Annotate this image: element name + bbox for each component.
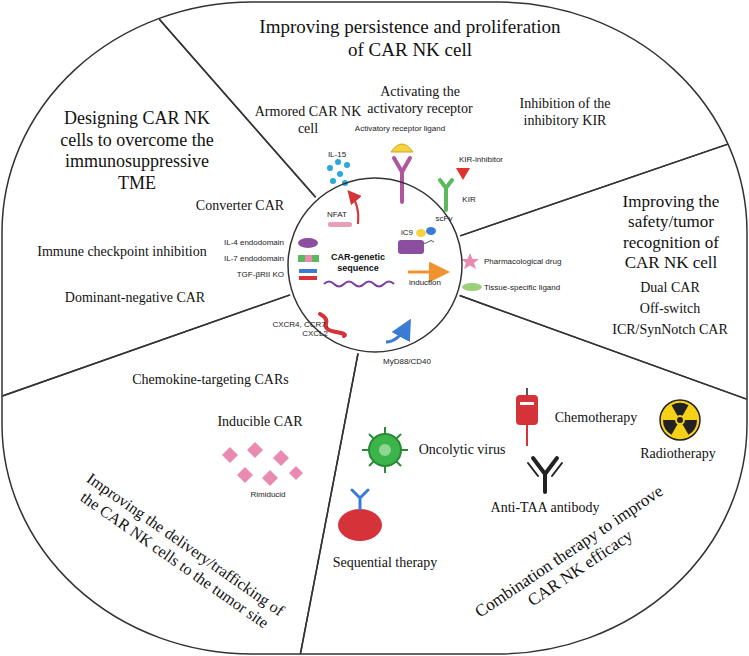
strategy-label: Inhibition of the inhibitory KIR bbox=[505, 96, 625, 130]
strategy-label: Dual CAR bbox=[605, 280, 735, 297]
component-label: NFAT bbox=[321, 210, 353, 219]
component-label: Pharmacological drug bbox=[484, 257, 566, 266]
kir-receptor bbox=[440, 180, 452, 210]
circle-label: CAR-genetic sequence bbox=[322, 252, 394, 274]
component-label: TGF-βRII KO bbox=[218, 270, 284, 279]
strategy-label: Immune checkpoint inhibition bbox=[28, 244, 216, 261]
antibody-icon bbox=[528, 458, 562, 492]
ic9-icon bbox=[398, 240, 424, 254]
component-label: KIR-inhibitor bbox=[450, 155, 512, 164]
car-sequence-wave bbox=[324, 282, 394, 287]
strategy-label: Inducible CAR bbox=[205, 414, 315, 431]
oncolytic-virus-icon bbox=[362, 427, 408, 473]
component-label: scFv bbox=[432, 214, 456, 223]
sequential-therapy-icon bbox=[338, 490, 382, 541]
il4-icon bbox=[298, 238, 318, 248]
component-label: MyD88/CD40 bbox=[378, 357, 436, 366]
strategy-label: Armored CAR NK cell bbox=[248, 104, 368, 138]
rimiducid-diamonds bbox=[222, 442, 303, 486]
drug-star bbox=[461, 253, 479, 269]
il7-icon bbox=[298, 255, 319, 262]
strategy-label: Dominant-negative CAR bbox=[50, 290, 220, 307]
kir-inhibitor-icon bbox=[456, 168, 470, 180]
radiotherapy-icon bbox=[660, 400, 700, 440]
strategy-label: Chemokine-targeting CARs bbox=[118, 372, 303, 389]
sector-title: Improving persistence and proliferation … bbox=[255, 16, 565, 62]
strategy-label: Activating the activatory receptor bbox=[355, 84, 485, 118]
nfat-bar bbox=[328, 222, 352, 227]
component-label: IL-4 endodomain bbox=[218, 238, 284, 247]
strategy-label: ICR/SynNotch CAR bbox=[605, 322, 735, 339]
ligand-icon bbox=[391, 144, 413, 152]
component-label: KIR bbox=[458, 195, 480, 204]
strategy-label: Chemotherapy bbox=[546, 410, 646, 427]
strategy-label: Radiotherapy bbox=[628, 446, 728, 463]
component-label: CXCR4, CCR7, CXCL2 bbox=[248, 320, 328, 338]
il15-dots bbox=[327, 159, 350, 186]
component-label: IL-7 endodomain bbox=[218, 254, 284, 263]
myd88-arrow bbox=[386, 324, 408, 342]
sector-title: Designing CAR NK cells to overcome the i… bbox=[48, 108, 226, 194]
strategy-label: Anti-TAA antibody bbox=[480, 500, 610, 517]
induction-arrow bbox=[408, 271, 444, 274]
nfat-arrow bbox=[350, 193, 358, 224]
strategy-label: Sequential therapy bbox=[330, 555, 440, 572]
sector-title: Improving the safety/tumor recognition o… bbox=[605, 192, 737, 274]
component-label: induction bbox=[403, 278, 447, 287]
strategy-label: Oncolytic virus bbox=[410, 442, 514, 459]
component-label: Activatory receptor ligand bbox=[345, 124, 455, 133]
tissue-ligand-icon bbox=[462, 283, 482, 291]
chemotherapy-icon bbox=[516, 388, 538, 446]
component-label: Tissue-specific ligand bbox=[484, 283, 566, 292]
component-label: iC9 bbox=[396, 228, 418, 237]
component-label: IL-15 bbox=[322, 150, 352, 159]
tgf-icon bbox=[299, 269, 317, 280]
strategy-label: Off-switch bbox=[605, 301, 735, 318]
strategy-label: Converter CAR bbox=[190, 198, 290, 215]
component-label: Rimiducid bbox=[238, 490, 298, 499]
